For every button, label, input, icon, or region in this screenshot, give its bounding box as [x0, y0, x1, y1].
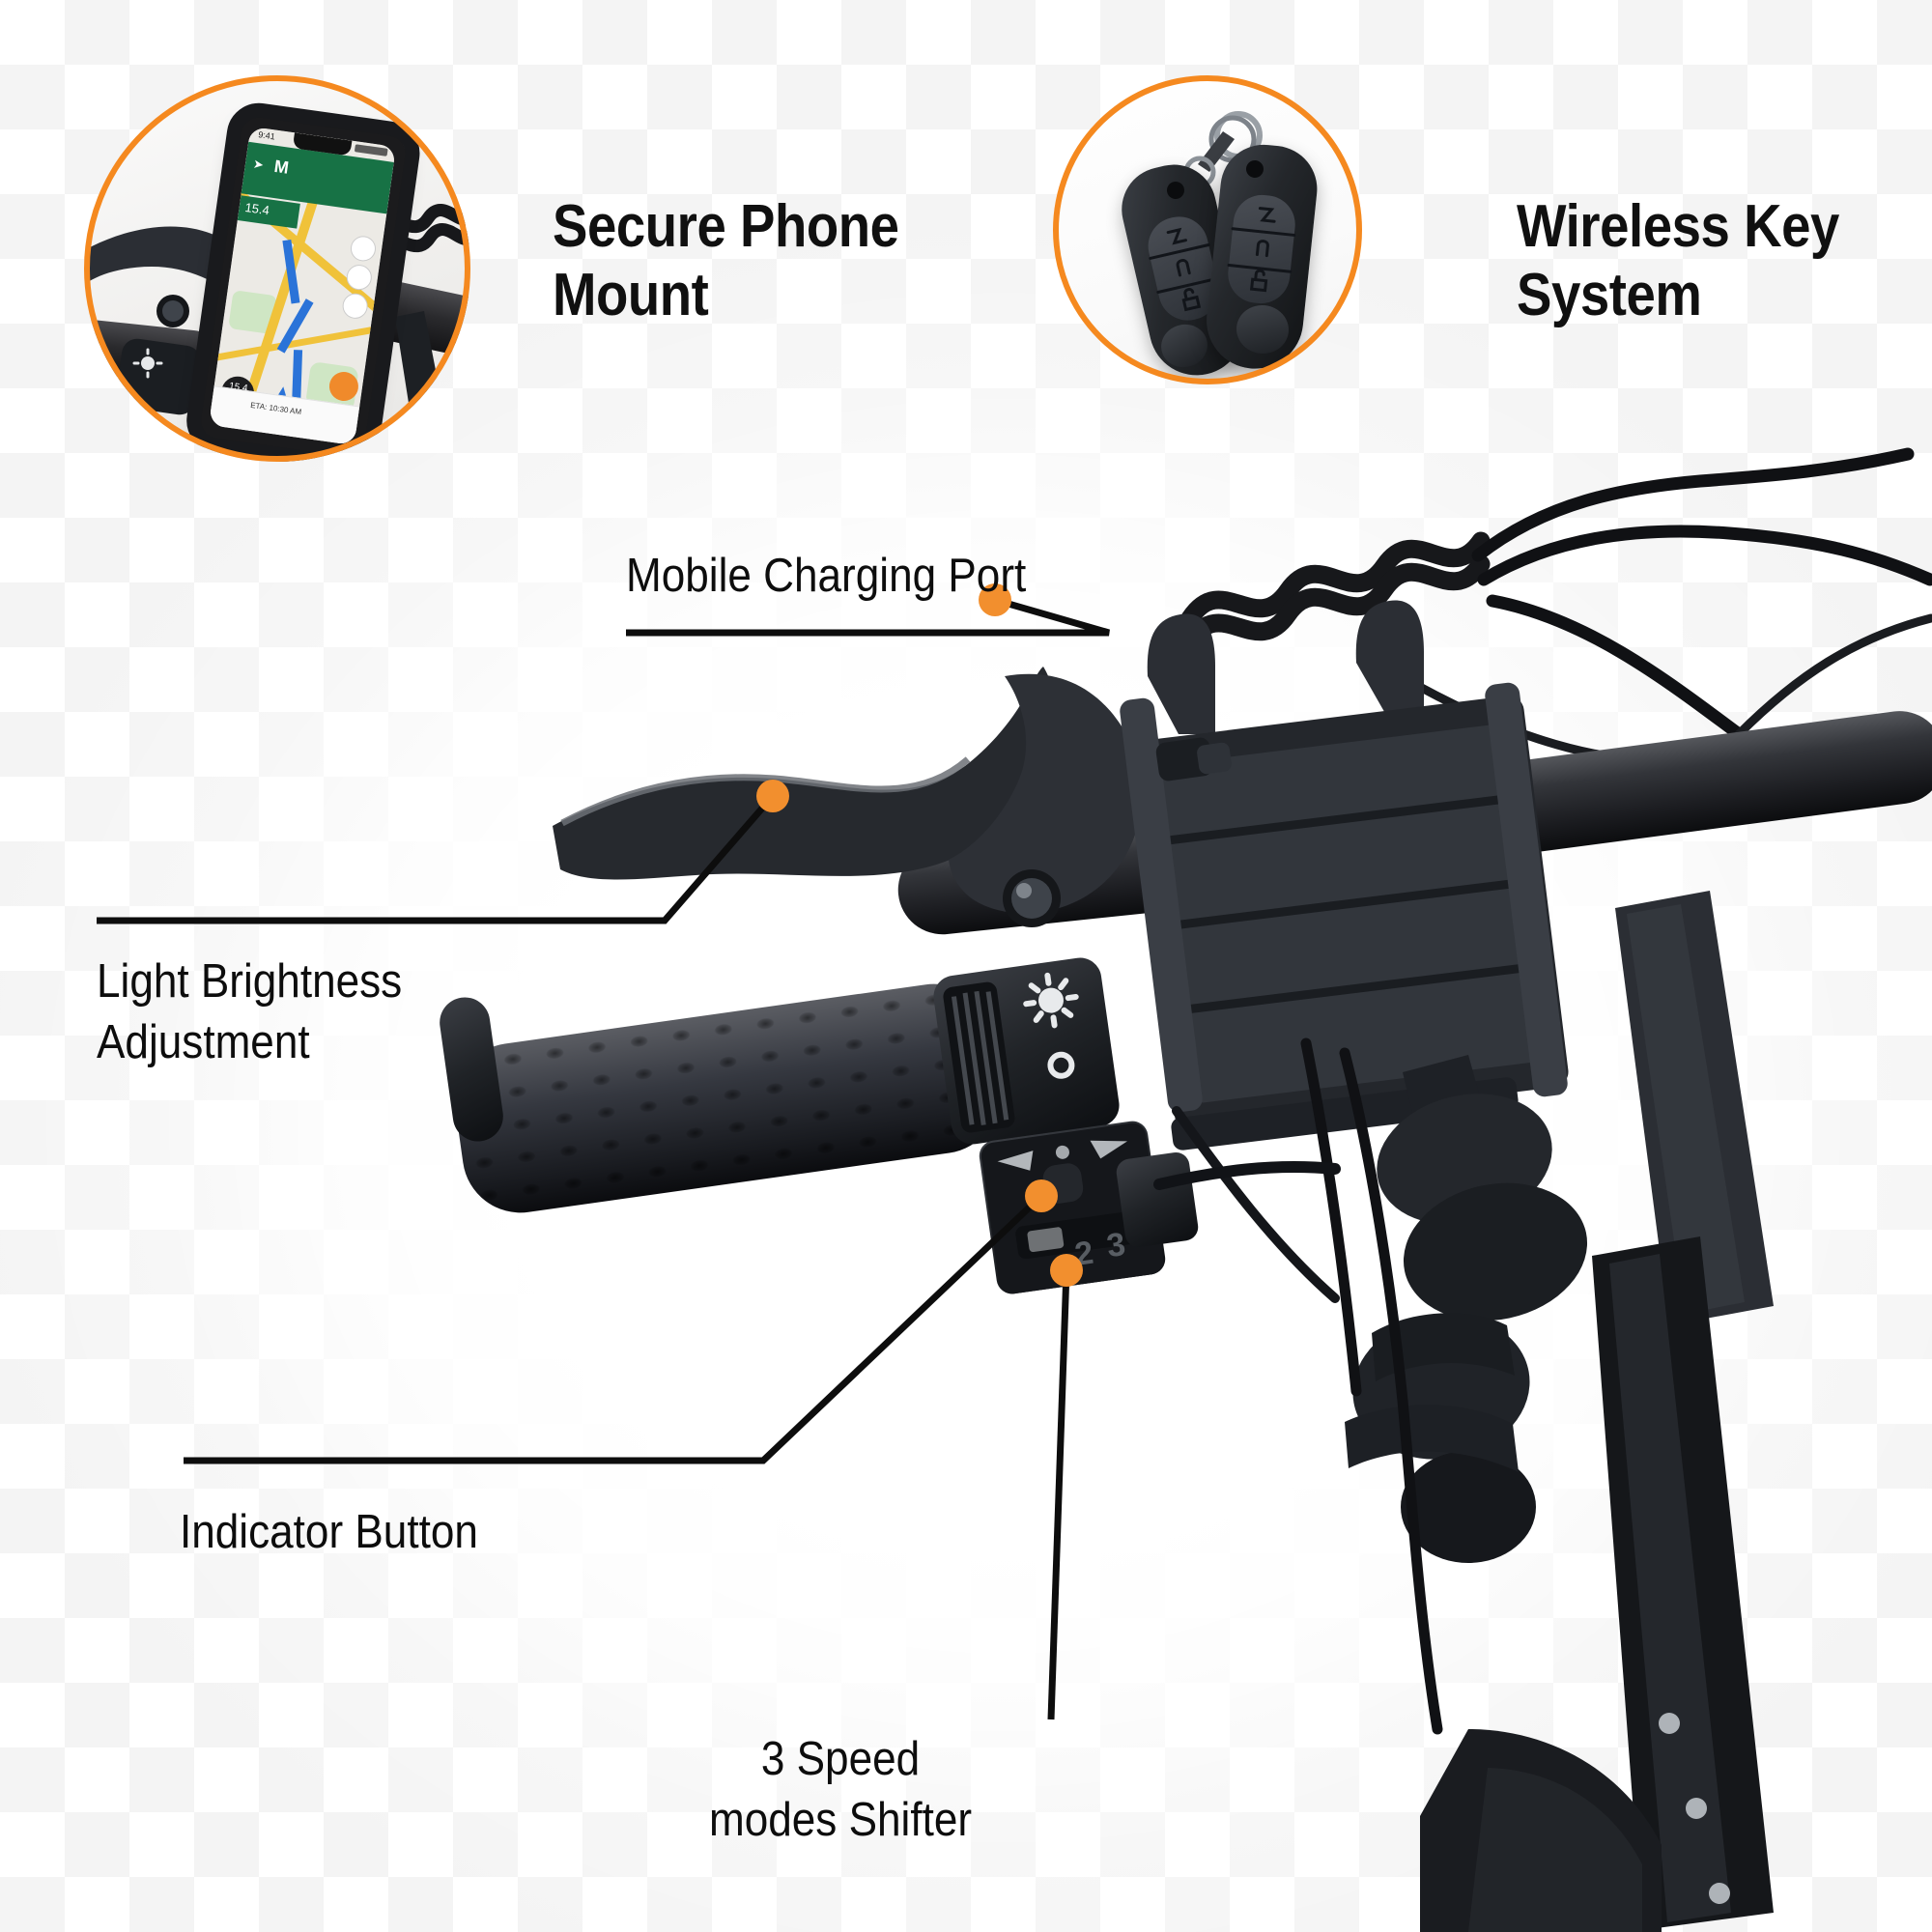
light-brightness-switch[interactable] [930, 954, 1122, 1148]
inset-nav-street: M [272, 156, 291, 178]
grip-texture [447, 976, 1008, 1221]
handlebar-grip [447, 976, 1008, 1221]
feature-title-secure-phone-mount: Secure Phone Mount [553, 193, 899, 328]
handlebar-tube-left [894, 819, 1192, 939]
feature-title-wireless-key-system: Wireless Key System [1517, 193, 1839, 328]
callout-label-light-brightness: Light Brightness Adjustment [97, 955, 403, 1068]
feature-image-wireless-key-system [1053, 75, 1362, 384]
callout-label-speed-shifter: 3 Speed modes Shifter [708, 1733, 973, 1846]
grip-end-cap [436, 994, 507, 1145]
feature-image-secure-phone-mount: ➤ M 15.4 9:41 15.4 ETA: 10:30 AM [84, 75, 470, 462]
callout-label-indicator-button: Indicator Button [180, 1506, 478, 1558]
control-housing [1114, 1151, 1201, 1249]
callout-label-mobile-charging-port: Mobile Charging Port [626, 550, 1027, 602]
handlebar-tube [1094, 705, 1932, 909]
